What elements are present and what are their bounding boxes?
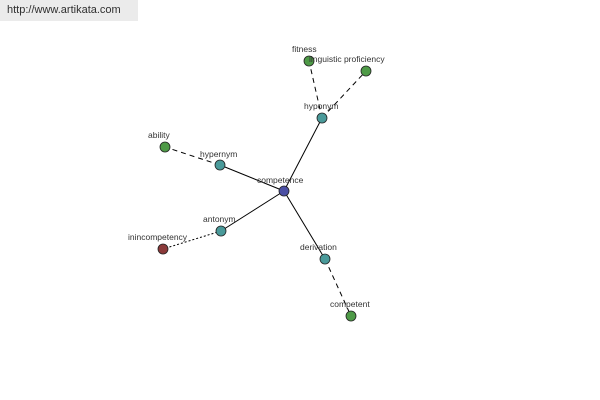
label-antonym: antonym xyxy=(203,214,236,224)
edge-competence-hypernym xyxy=(219,164,285,192)
label-competence: competence xyxy=(257,175,304,185)
label-ability: ability xyxy=(148,130,170,140)
node-incompetency[interactable] xyxy=(157,243,169,255)
node-antonym[interactable] xyxy=(215,225,227,237)
label-hypernym: hypernym xyxy=(200,149,237,159)
edge-derivation-competent xyxy=(324,258,352,317)
label-derivation: derivation xyxy=(300,242,337,252)
edge-competence-hyponym xyxy=(283,117,323,192)
watermark: http://www.artikata.com xyxy=(0,0,138,21)
node-hyponym[interactable] xyxy=(316,112,328,124)
node-derivation[interactable] xyxy=(319,253,331,265)
node-linguistic-proficiency[interactable] xyxy=(360,65,372,77)
edge-hyponym-linguistic-proficiency xyxy=(321,70,367,119)
label-competent: competent xyxy=(330,299,370,309)
label-hyponym: hyponym xyxy=(304,101,339,111)
label-linguistic-proficiency: linguistic proficiency xyxy=(309,54,385,64)
node-competence[interactable] xyxy=(278,185,290,197)
edge-hypernym-ability xyxy=(164,146,221,166)
node-competent[interactable] xyxy=(345,310,357,322)
node-ability[interactable] xyxy=(159,141,171,153)
node-fitness[interactable] xyxy=(303,55,315,67)
edge-hyponym-fitness xyxy=(308,60,323,119)
label-fitness: fitness xyxy=(292,44,317,54)
watermark-url: http://www.artikata.com xyxy=(7,4,121,16)
edge-competence-derivation xyxy=(283,190,326,260)
node-hypernym[interactable] xyxy=(214,159,226,171)
edge-competence-antonym xyxy=(220,190,285,232)
label-incompetency: inincompetency xyxy=(128,232,188,242)
